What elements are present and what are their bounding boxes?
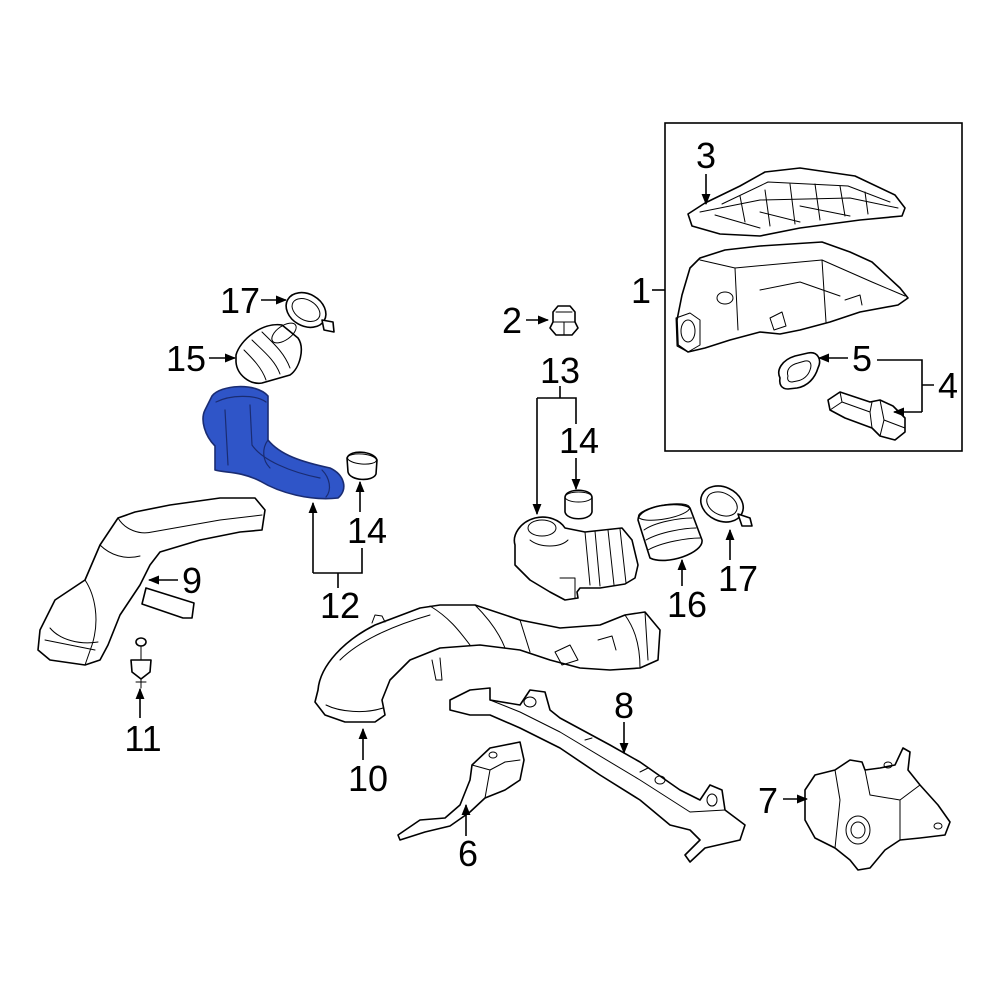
callout-labels: 3 1 2 13 14 5 4 17 15 14 12 9 11 10 8 6 … — [124, 135, 958, 874]
part-11-pin — [130, 637, 152, 689]
part-13-intake-tube — [513, 516, 639, 601]
callout-9: 9 — [182, 560, 202, 601]
callout-15: 15 — [166, 338, 206, 379]
callout-17-left: 17 — [220, 280, 260, 321]
part-8-bracket — [449, 687, 746, 863]
callout-12: 12 — [320, 585, 360, 626]
leader-bracket-13 — [537, 386, 577, 424]
part-4-sensor — [827, 391, 906, 441]
assembly-frame — [664, 122, 963, 452]
leader-lines — [135, 174, 934, 836]
part-9-duct — [37, 497, 266, 666]
callout-14-middle: 14 — [347, 510, 387, 551]
leader-bracket-12 — [313, 548, 363, 588]
part-2-nut — [549, 305, 579, 336]
callout-4: 4 — [938, 365, 958, 406]
callout-14-upper: 14 — [559, 420, 599, 461]
callout-8: 8 — [614, 685, 634, 726]
part-16-hose — [637, 503, 703, 562]
part-15-coupling — [235, 322, 302, 385]
part-17-clamp-left — [285, 291, 335, 333]
part-14-ring-upper — [564, 489, 593, 520]
callout-13: 13 — [540, 350, 580, 391]
callout-16: 16 — [667, 584, 707, 625]
highlighted-duct-body — [202, 385, 345, 500]
callout-7: 7 — [758, 780, 778, 821]
callout-2: 2 — [502, 300, 522, 341]
part-3-cover — [687, 167, 906, 237]
part-7-shield — [804, 747, 951, 871]
callout-5: 5 — [852, 338, 872, 379]
part-6-bracket — [397, 741, 525, 841]
part-12-air-duct — [202, 385, 345, 500]
callout-6: 6 — [458, 833, 478, 874]
callout-10: 10 — [348, 758, 388, 799]
part-17-clamp-right — [700, 485, 753, 527]
callout-1: 1 — [631, 270, 651, 311]
callout-3: 3 — [696, 135, 716, 176]
part-5-grommet — [778, 351, 821, 390]
leader-bracket-4 — [877, 359, 934, 412]
callout-17-right: 17 — [718, 558, 758, 599]
callout-11: 11 — [124, 718, 161, 759]
part-10-main-duct — [314, 604, 661, 723]
part-1-housing — [675, 241, 909, 353]
part-14-ring-middle — [346, 451, 378, 481]
